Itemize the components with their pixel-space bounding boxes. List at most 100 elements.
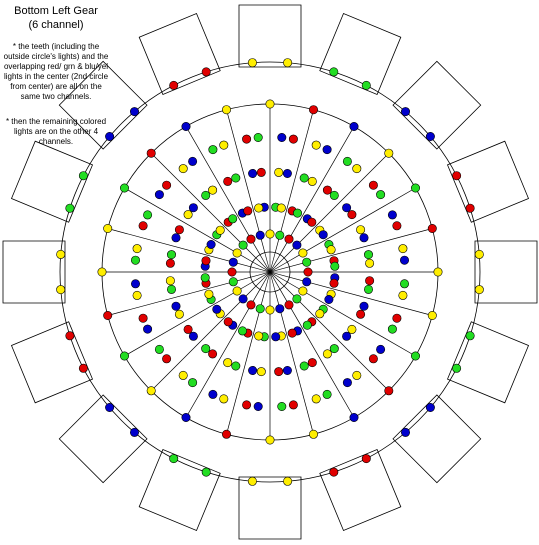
spoke-light [308, 105, 318, 115]
tooth-light [474, 285, 484, 295]
tooth-light [78, 171, 88, 181]
gear-spokes [102, 104, 438, 440]
spoke-light [154, 190, 164, 200]
spoke-light [329, 344, 339, 354]
spoke-light [103, 224, 113, 234]
spoke-light [223, 176, 233, 186]
spoke [185, 126, 261, 255]
spoke-light [131, 255, 141, 265]
spoke-light [183, 324, 193, 334]
spoke-light [223, 317, 233, 327]
spoke-light [154, 344, 164, 354]
spoke-light [188, 156, 198, 166]
spoke-light [324, 294, 334, 304]
spoke-light [392, 221, 402, 231]
spoke-light [347, 324, 357, 334]
tooth-light [247, 58, 257, 68]
spoke-light [363, 284, 373, 294]
spoke-light [376, 190, 386, 200]
tooth-light [465, 331, 475, 341]
spoke-light [322, 389, 332, 399]
tooth-light [169, 454, 179, 464]
tooth-light [130, 107, 140, 117]
spoke [226, 291, 266, 435]
spoke [283, 152, 390, 259]
spoke-light [384, 148, 394, 158]
spoke-light [243, 206, 253, 216]
gear-tooth [392, 60, 482, 150]
spoke-light [384, 386, 394, 396]
spoke-light [248, 169, 258, 179]
gear-tooth [238, 4, 302, 68]
spoke-light [215, 225, 225, 235]
spoke-light [288, 134, 298, 144]
spoke-light [342, 203, 352, 213]
diagram-title: Bottom Left Gear (6 channel) [0, 4, 112, 32]
spoke-light [398, 244, 408, 254]
spoke-light [302, 277, 312, 287]
spoke-light [322, 349, 332, 359]
spoke-light [200, 273, 210, 283]
spoke-light [208, 185, 218, 195]
spoke-light [132, 244, 142, 254]
spoke-light [227, 267, 237, 277]
spoke-light [376, 344, 386, 354]
spoke-light [146, 386, 156, 396]
spoke-light [120, 183, 130, 193]
spoke-light [302, 257, 312, 267]
spoke [279, 289, 355, 418]
spoke-light [208, 349, 218, 359]
spoke-light [188, 203, 198, 213]
spoke-light [143, 324, 153, 334]
spoke-light [299, 361, 309, 371]
spoke-light [282, 169, 292, 179]
spoke-light [162, 354, 172, 364]
spoke [283, 285, 390, 392]
tooth-light [130, 427, 140, 437]
spoke-light [330, 261, 340, 271]
gear-tooth [58, 60, 148, 150]
tooth-light [400, 107, 410, 117]
spoke-light [171, 233, 181, 243]
spoke-light [277, 133, 287, 143]
spoke-light [302, 320, 312, 330]
spoke-light [232, 286, 242, 296]
spoke [287, 281, 416, 357]
spoke [274, 291, 314, 435]
spoke-light [308, 429, 318, 439]
spoke-light [253, 133, 263, 143]
spoke-light [392, 313, 402, 323]
spoke-light [322, 185, 332, 195]
gear-tooth [392, 394, 482, 484]
spoke [150, 285, 257, 392]
spoke [289, 228, 433, 268]
spoke-light [342, 156, 352, 166]
spoke-light [368, 180, 378, 190]
spoke-light [181, 122, 191, 132]
spoke-light [277, 401, 287, 411]
tooth-light [247, 476, 257, 486]
spoke-light [167, 284, 177, 294]
spoke-light [143, 210, 153, 220]
spoke-light [201, 256, 211, 266]
tooth-light [56, 285, 66, 295]
spoke-light [298, 286, 308, 296]
gear-tooth [474, 240, 538, 304]
spoke-light [174, 225, 184, 235]
spoke-light [181, 412, 191, 422]
spoke-light [427, 224, 437, 234]
spoke-light [120, 351, 130, 361]
gear-tooth [58, 394, 148, 484]
spoke-light [238, 294, 248, 304]
spoke-light [410, 351, 420, 361]
spoke-light [365, 258, 375, 268]
gear-tooth [2, 240, 66, 304]
spoke-light [315, 309, 325, 319]
spoke-light [329, 190, 339, 200]
note-2: * then the remaining colored lights are … [5, 117, 107, 146]
tooth-light [169, 80, 179, 90]
spoke-light [299, 173, 309, 183]
spoke-light [146, 148, 156, 158]
spoke-light [356, 309, 366, 319]
